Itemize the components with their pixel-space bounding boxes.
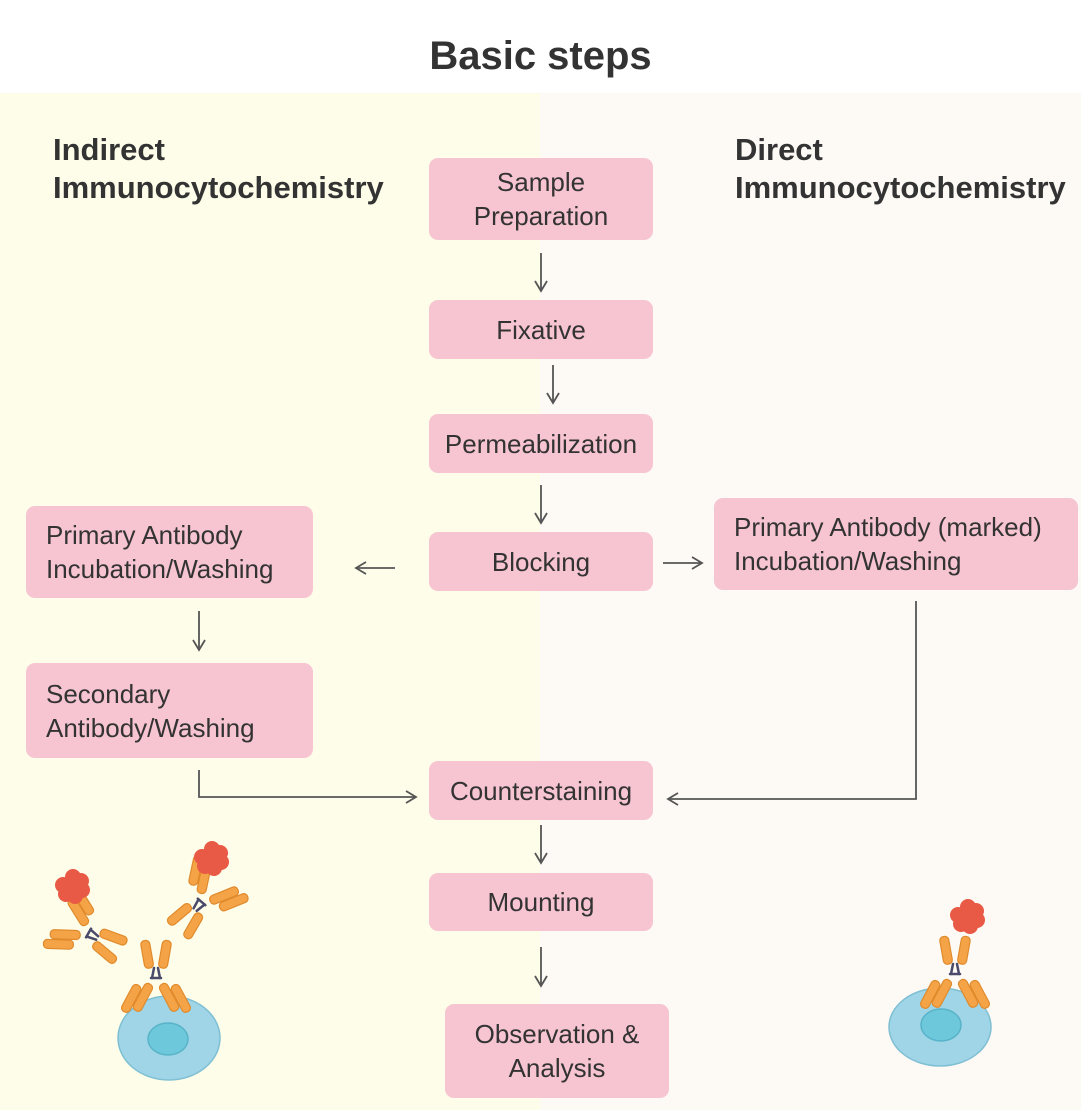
step-fixative: Fixative: [429, 300, 653, 359]
secondary-antibody-left-icon: [38, 882, 141, 985]
diagram-title: Basic steps: [429, 34, 652, 78]
counterstaining-label: Counterstaining: [449, 775, 633, 806]
fixative-label: Fixative: [496, 314, 586, 345]
primary-direct-line1: Primary Antibody (marked): [734, 512, 1042, 542]
primary-indirect-line2: Incubation/Washing: [46, 554, 274, 584]
step-permeabilization: Permeabilization: [429, 414, 653, 473]
direct-heading-line2: Immunocytochemistry: [735, 170, 1066, 205]
indirect-panel: [0, 93, 540, 1110]
observation-line1: Observation &: [474, 1019, 640, 1049]
step-observation-analysis: Observation & Analysis: [445, 1004, 669, 1098]
step-secondary-antibody: Secondary Antibody/Washing: [26, 663, 313, 758]
nucleus-icon: [920, 1008, 962, 1042]
secondary-line2: Antibody/Washing: [46, 712, 255, 743]
step-blocking: Blocking: [429, 532, 653, 591]
label-marker-icon: [950, 899, 985, 934]
indirect-illustration-icon: [38, 841, 254, 1081]
arrow-direct-to-counterstaining: [666, 601, 917, 806]
observation-line2: Analysis: [508, 1053, 606, 1083]
label-marker-icon: [194, 841, 229, 876]
indirect-heading-line1: Indirect: [53, 132, 165, 167]
primary-direct-line2: Incubation/Washing: [734, 546, 962, 576]
direct-heading: Direct Immunocytochemistry: [735, 131, 1066, 207]
sample-preparation-line2: Preparation: [473, 201, 609, 231]
direct-panel: [540, 93, 1081, 1110]
step-primary-antibody-direct: Primary Antibody (marked) Incubation/Was…: [714, 498, 1078, 590]
step-sample-preparation: Sample Preparation: [429, 158, 653, 240]
nucleus-icon: [147, 1022, 189, 1056]
blocking-label: Blocking: [491, 546, 591, 577]
sample-preparation-line1: Sample: [496, 167, 586, 197]
indirect-heading: Indirect Immunocytochemistry: [53, 131, 384, 207]
direct-heading-line1: Direct: [735, 132, 823, 167]
secondary-line1: Secondary: [46, 678, 171, 709]
indirect-heading-line2: Immunocytochemistry: [53, 170, 384, 205]
mounting-label: Mounting: [487, 887, 595, 917]
step-counterstaining: Counterstaining: [429, 761, 653, 820]
permeabilization-label: Permeabilization: [444, 428, 638, 459]
step-primary-antibody-indirect: Primary Antibody Incubation/Washing: [26, 506, 313, 598]
arrow-secondary-to-counterstaining: [198, 770, 418, 804]
step-mounting: Mounting: [429, 873, 653, 931]
primary-indirect-line1: Primary Antibody: [46, 520, 243, 550]
direct-illustration-icon: [888, 899, 993, 1067]
